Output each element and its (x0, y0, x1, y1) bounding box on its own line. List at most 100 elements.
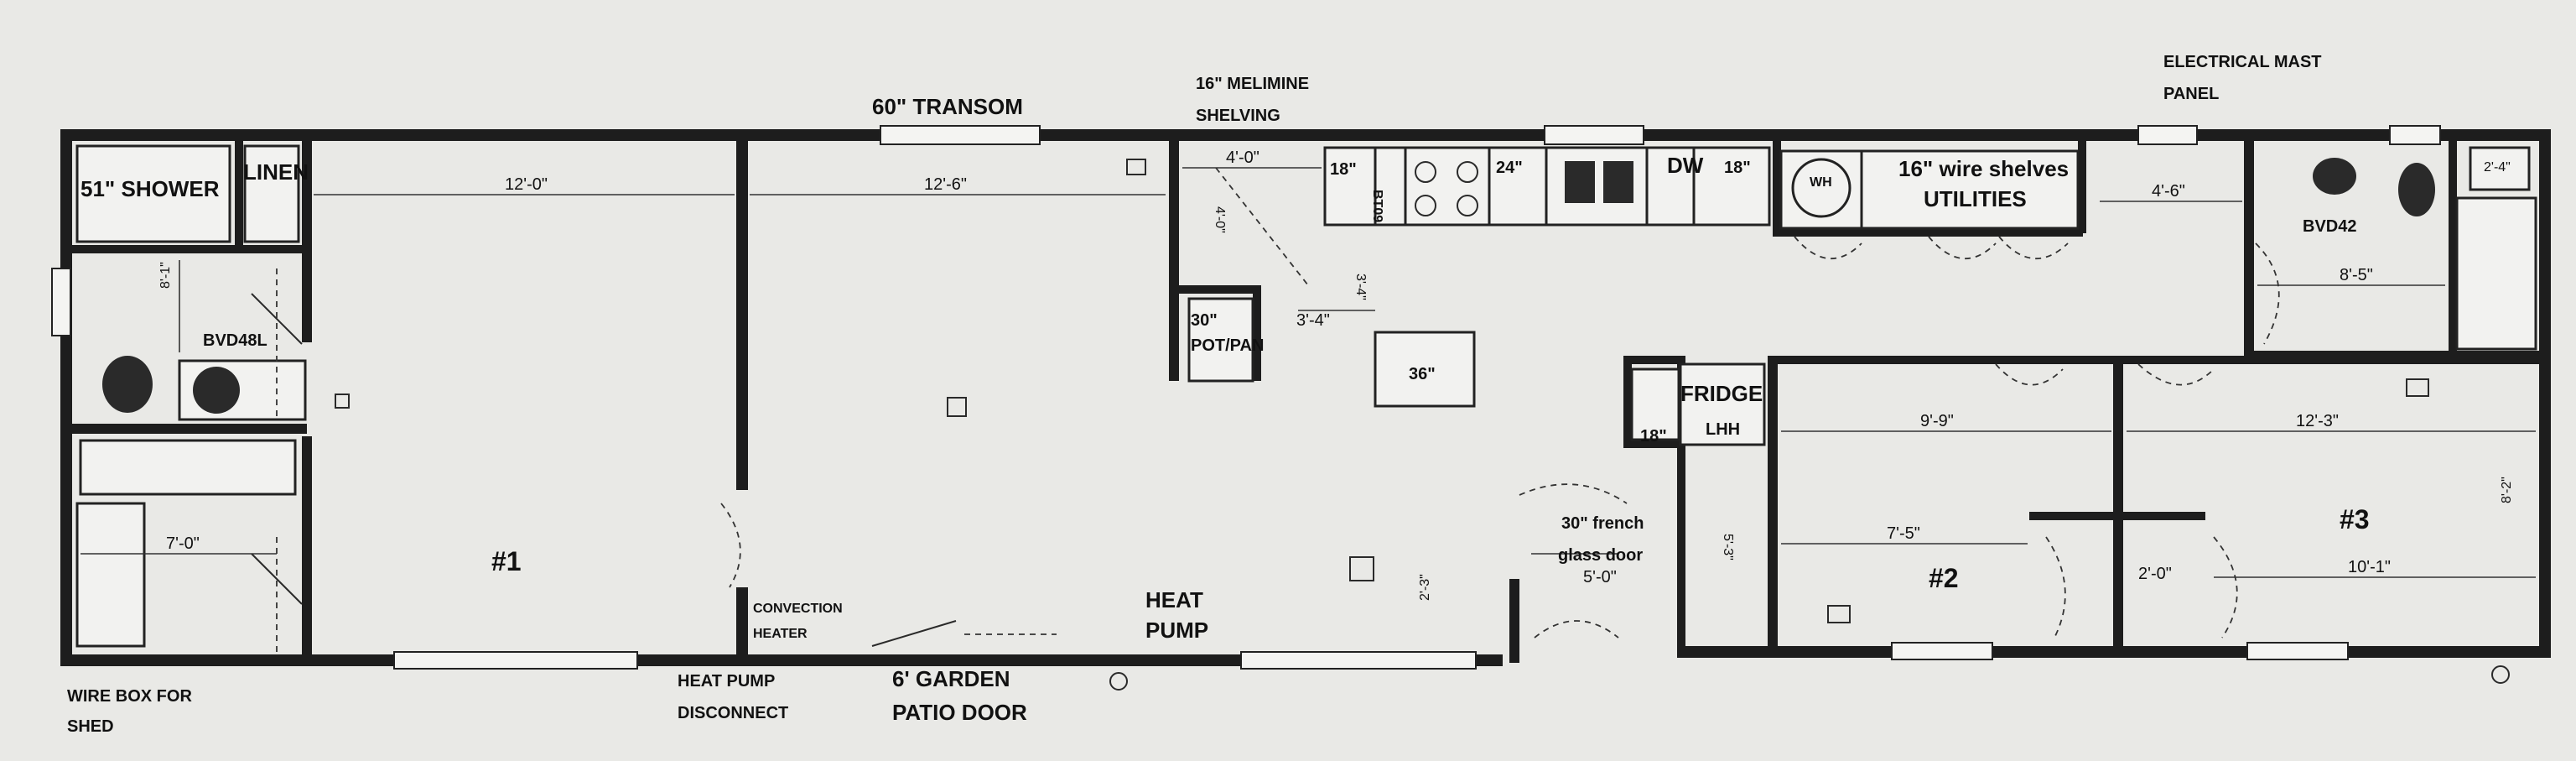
burner-icon (1415, 195, 1436, 216)
dim-12-3: 12'-3" (2296, 412, 2339, 430)
wall-closet2-top (2029, 512, 2122, 520)
entry-door-swing (1534, 620, 1619, 639)
dim-7-0: 7'-0" (166, 534, 200, 553)
wall-bath-mid (72, 424, 307, 434)
fridge (1679, 362, 1766, 446)
burner-icon (1457, 195, 1478, 216)
wall-bedroom2-right (2113, 356, 2123, 658)
wall-linen-left (235, 141, 243, 250)
water-heater-icon (1791, 158, 1852, 218)
shower-stall (75, 144, 231, 243)
tv-outlet-icon (1126, 159, 1146, 175)
bedroom1-door-swing (720, 503, 741, 588)
utility-closet (1860, 149, 2080, 230)
label-bvd42: BVD42 (2303, 217, 2356, 236)
label-pump: PUMP (1145, 618, 1208, 643)
label-cabinet-18b: 18" (1724, 159, 1751, 177)
dim-12-0: 12'-0" (505, 175, 548, 194)
label-electrical-mast: ELECTRICAL MAST (2163, 53, 2322, 71)
label-bvd48l: BVD48L (203, 331, 267, 350)
ensuite-closet (2455, 196, 2537, 351)
dishwasher (1645, 146, 1696, 227)
dim-2-0: 2'-0" (2138, 565, 2172, 583)
label-wire-box-1: WIRE BOX FOR (67, 687, 192, 706)
cabinet-bt09 (1374, 146, 1407, 227)
dim-10-1: 10'-1" (2348, 558, 2391, 576)
label-transom: 60" TRANSOM (872, 94, 1023, 119)
sink-bowl-icon (1603, 161, 1633, 203)
burner-icon (1457, 161, 1478, 183)
dim-3-4b: 3'-4" (1353, 274, 1368, 300)
label-wire-box-2: SHED (67, 717, 114, 736)
label-shelving: SHELVING (1196, 107, 1280, 125)
door-swings (720, 236, 2280, 647)
sink-icon-ensuite (2313, 158, 2356, 195)
label-shower: 51" SHOWER (80, 176, 220, 201)
dim-4-0a: 4'-0" (1226, 149, 1259, 167)
burner-icon (1415, 161, 1436, 183)
window-mast (2137, 125, 2198, 145)
label-glass-door: glass door (1558, 546, 1643, 565)
wall-entry-left (1509, 579, 1519, 663)
label-room-1: #1 (491, 546, 522, 576)
dim-8-1: 8'-1" (158, 262, 173, 289)
closet2-door-swing (2045, 536, 2066, 639)
wall-utility-bottom (1773, 228, 2083, 237)
wall-top (60, 129, 2551, 141)
label-wh: WH (1810, 175, 1832, 190)
label-cabinet-24: 24" (1496, 159, 1523, 177)
wall-shower-bottom (72, 245, 307, 253)
interior-walls (72, 141, 2539, 663)
wall-bedroom1-right (736, 141, 748, 490)
label-panel: PANEL (2163, 85, 2219, 103)
label-bt09: BT09 (1370, 190, 1384, 222)
label-cabinet-18c: 18" (1640, 427, 1667, 446)
door-leaf-bath (251, 293, 303, 345)
wall-left (60, 129, 72, 666)
label-garden-door-2: PATIO DOOR (892, 700, 1027, 725)
cabinet-18c (1630, 367, 1680, 441)
utility-door-swing (1928, 236, 1997, 260)
dim-2-4: 2'-4" (2484, 160, 2511, 175)
door-leaf-closet (251, 553, 303, 605)
kitchen-fixtures (1187, 146, 1771, 408)
wall-laundry-left (1677, 356, 1685, 658)
label-convection: CONVECTION (753, 602, 843, 616)
wall-fridge-top (1623, 356, 1685, 364)
dim-4-6: 4'-6" (2152, 182, 2185, 201)
label-dw: DW (1667, 153, 1704, 178)
utility-door-swing (1998, 236, 2069, 260)
dim-4-0b: 4'-0" (1213, 206, 1227, 233)
outlet-icon (335, 394, 350, 409)
toilet-icon-ensuite (2398, 163, 2435, 216)
wall-potpan-right (1253, 285, 1261, 381)
window-kitchen (1544, 125, 1644, 145)
utility-fixtures (1630, 146, 2537, 446)
pot-pan-cabinet (1187, 297, 1254, 383)
label-french-door: 30" french (1561, 514, 1644, 533)
wall-bath-right-lower (302, 436, 312, 663)
toilet-icon (102, 356, 153, 413)
label-pot-pan: POT/PAN (1191, 336, 1264, 355)
label-heat-pump-disconnect-2: DISCONNECT (678, 704, 788, 722)
dim-2-3: 2'-3" (1418, 574, 1432, 601)
wall-ensuite-bottom (2244, 351, 2539, 359)
bedroom3-door-swing (2137, 363, 2215, 386)
wall-closet-left (2449, 141, 2457, 351)
island-36 (1374, 331, 1476, 408)
label-wire-shelves: 16" wire shelves (1898, 156, 2069, 181)
wall-utility-left (1773, 141, 1781, 233)
dim-9-9: 9'-9" (1920, 412, 1954, 430)
window-bedroom2 (1891, 642, 1993, 660)
wall-bedrooms-top (1768, 356, 2539, 364)
window-bedroom3 (2246, 642, 2349, 660)
window-bath (51, 268, 71, 336)
utility-door-swing (1794, 236, 1862, 260)
cabinet-18b (1692, 146, 1771, 227)
wall-utility-right (2078, 141, 2086, 233)
label-cabinet-18a: 18" (1330, 160, 1357, 179)
window-transom (880, 125, 1041, 145)
